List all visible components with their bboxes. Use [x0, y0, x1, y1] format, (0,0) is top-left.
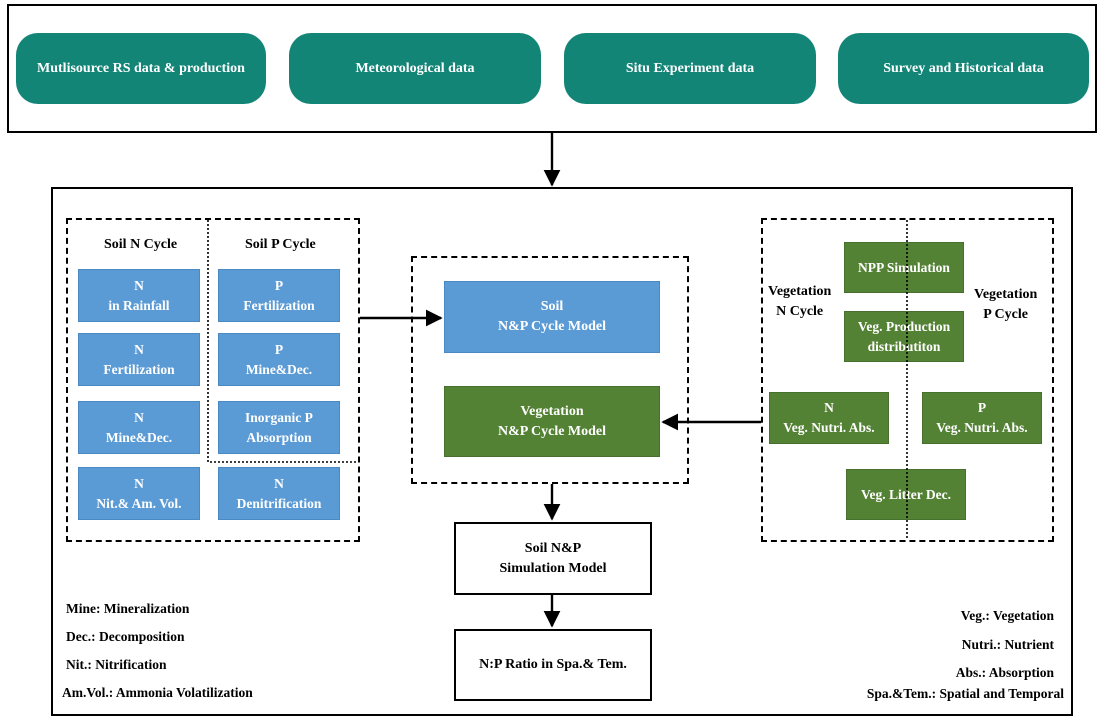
n-rainfall-box: N in Rainfall: [78, 269, 200, 322]
veg-n-title-line2: N Cycle: [776, 304, 824, 319]
source-situ-experiment: Situ Experiment data: [564, 33, 816, 104]
litter-label: Veg. Litter Dec.: [861, 486, 951, 502]
veg-litter-box: Veg. Litter Dec.: [846, 469, 966, 520]
source-rs-data: Mutlisource RS data & production: [16, 33, 266, 104]
p-fertilization-box: P Fertilization: [218, 269, 340, 322]
p-mine-dec-line1: P: [274, 341, 284, 357]
legend-right-3: Abs.: Absorption: [955, 665, 1054, 680]
legend-left-3: Nit.: Nitrification: [66, 657, 167, 672]
npp-simulation-box: NPP Simulation: [844, 242, 964, 293]
model-frame: [51, 187, 1073, 716]
denitrification-box: N Denitrification: [218, 467, 340, 520]
inorganic-p-box: Inorganic P Absorption: [218, 401, 340, 454]
soil-model-line1: Soil: [540, 299, 564, 314]
data-sources-frame: [7, 4, 1097, 133]
simulation-line2: Simulation Model: [499, 560, 607, 576]
p-mine-dec-line2: Mine&Dec.: [245, 361, 313, 377]
soil-p-cycle-title: Soil P Cycle: [245, 237, 316, 252]
n-fertilization-line2: Fertilization: [103, 361, 175, 377]
legend-left-4: Am.Vol.: Ammonia Volatilization: [62, 685, 253, 700]
n-mine-dec-line1: N: [134, 409, 144, 425]
n-fertilization-box: N Fertilization: [78, 333, 200, 386]
p-mine-dec-box: P Mine&Dec.: [218, 333, 340, 386]
simulation-model-box: Soil N&P Simulation Model: [454, 522, 652, 595]
n-nit-vol-line1: N: [134, 475, 144, 491]
simulation-line1: Soil N&P: [524, 540, 582, 556]
source-survey-label: Survey and Historical data: [883, 60, 1044, 76]
production-line1: Veg. Production: [857, 318, 951, 334]
veg-n-cycle-title: Vegetation N Cycle: [768, 282, 831, 322]
legend-right-1: Veg.: Vegetation: [960, 608, 1054, 623]
n-nit-vol-box: N Nit.& Am. Vol.: [78, 467, 200, 520]
n-nit-vol-line2: Nit.& Am. Vol.: [96, 495, 182, 511]
p-abs-line1: P: [977, 400, 987, 415]
vegetation-cycle-group: [761, 218, 1054, 542]
veg-n-title-line1: Vegetation: [768, 284, 832, 299]
soil-cycle-model-box: Soil N&P Cycle Model: [444, 281, 660, 353]
veg-p-title-line2: P Cycle: [983, 307, 1028, 322]
legend-right-2: Nutri.: Nutrient: [961, 637, 1054, 652]
inorganic-p-line1: Inorganic P: [245, 409, 313, 425]
soil-model-line2: N&P Cycle Model: [497, 319, 607, 334]
legend-right-4: Spa.&Tem.: Spatial and Temporal: [866, 686, 1064, 701]
veg-p-abs-box: P Veg. Nutri. Abs.: [922, 392, 1042, 444]
n-fertilization-line1: N: [134, 341, 144, 357]
p-fertilization-line1: P: [274, 277, 284, 293]
veg-production-box: Veg. Production distributiton: [844, 311, 964, 362]
veg-n-abs-box: N Veg. Nutri. Abs.: [769, 392, 889, 444]
npp-label: NPP Simulation: [858, 259, 950, 275]
n-abs-line2: Veg. Nutri. Abs.: [783, 420, 875, 435]
soil-n-cycle-title: Soil N Cycle: [104, 237, 178, 252]
np-ratio-box: N:P Ratio in Spa.& Tem.: [454, 629, 652, 701]
source-survey-historical: Survey and Historical data: [838, 33, 1089, 104]
n-rainfall-line2: in Rainfall: [108, 297, 170, 313]
inorganic-p-line2: Absorption: [246, 429, 312, 445]
source-meteo-label: Meteorological data: [355, 60, 475, 76]
source-rs-label: Mutlisource RS data & production: [37, 60, 245, 76]
n-mine-dec-line2: Mine&Dec.: [105, 429, 173, 445]
vegetation-cycle-model-box: Vegetation N&P Cycle Model: [444, 386, 660, 457]
production-line2: distributiton: [867, 338, 941, 354]
source-meteorological: Meteorological data: [289, 33, 541, 104]
p-abs-line2: Veg. Nutri. Abs.: [936, 420, 1028, 435]
np-ratio-label: N:P Ratio in Spa.& Tem.: [479, 657, 627, 672]
source-situ-label: Situ Experiment data: [625, 60, 755, 76]
veg-model-line2: N&P Cycle Model: [497, 423, 607, 439]
n-mine-dec-box: N Mine&Dec.: [78, 401, 200, 454]
p-fertilization-line2: Fertilization: [243, 297, 315, 313]
n-abs-line1: N: [824, 400, 834, 415]
n-rainfall-line1: N: [134, 277, 144, 293]
legend-left-2: Dec.: Decomposition: [66, 629, 185, 644]
soil-divider-line: [207, 220, 358, 463]
veg-p-title-line1: Vegetation: [974, 287, 1038, 302]
veg-model-line1: Vegetation: [520, 403, 584, 419]
veg-p-cycle-title: Vegetation P Cycle: [974, 285, 1037, 325]
soil-cycle-group: [66, 218, 360, 542]
cycle-model-group: [411, 256, 689, 484]
legend-left-1: Mine: Mineralization: [66, 601, 190, 616]
denitrification-line1: N: [274, 475, 284, 491]
denitrification-line2: Denitrification: [236, 495, 322, 511]
